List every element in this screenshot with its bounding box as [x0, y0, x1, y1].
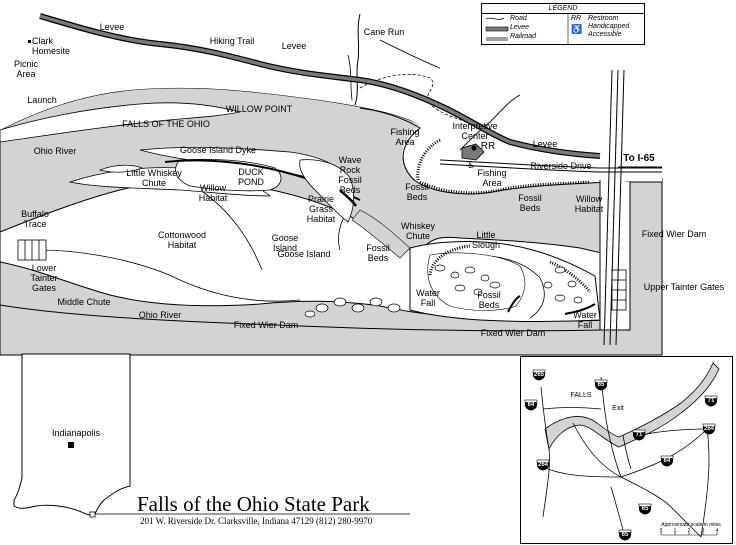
label-launch: Launch: [27, 95, 57, 105]
label-fixed-wier-dam-right: Fixed Wier Dam: [641, 229, 707, 239]
interstate-shield-icon: 65: [594, 379, 608, 391]
label-little-slough: Little Slough: [471, 230, 501, 250]
label-willow-point: WILLOW POINT: [225, 104, 293, 114]
indiana-outline: [13, 353, 131, 517]
label-lower-tainter-gates: Lower Tainter Gates: [30, 263, 58, 293]
label-prairie-grass-habitat: Prairie Grass Habitat: [306, 194, 336, 224]
label-little-whiskey-chute: Little Whiskey Chute: [126, 168, 182, 188]
legend-title: LEGEND: [482, 4, 644, 14]
label-fishing-area-mid: Fishing Area: [477, 168, 507, 188]
label-willow-habitat-left: Willow Habitat: [198, 183, 228, 203]
label-clark-homesite: Clark Homesite: [32, 36, 71, 56]
interstate-number: 65: [621, 532, 629, 538]
label-water-fall-left: Water Fall: [416, 288, 440, 308]
interstate-shield-icon: 65: [638, 503, 652, 515]
legend-rr-abbrev: RR: [571, 15, 582, 22]
label-fossil-beds-right: Fossil Beds: [518, 193, 542, 213]
svg-text:♿: ♿: [467, 161, 475, 171]
handicap-icon: ♿: [571, 24, 583, 34]
label-buffalo-trace: Buffalo Trace: [21, 209, 49, 229]
interstate-shield-icon: 71: [704, 395, 718, 407]
inset-scale-label: Approximate scale in miles: [661, 522, 721, 528]
interstate-number: 65: [641, 506, 649, 512]
label-goose-island-dyke: Goose Island Dyke: [179, 145, 257, 155]
inset-falls-label: FALLS: [570, 392, 592, 399]
inset-scale-tick: 1: [673, 528, 677, 534]
label-willow-habitat-right: Willow Habitat: [574, 194, 604, 214]
interstate-shield-icon: 65: [618, 529, 632, 541]
legend-railroad: Railroad: [510, 33, 537, 40]
interstate-shield-icon: 264: [536, 459, 550, 471]
interstate-number: 64: [663, 458, 671, 464]
inset-scale-tick: 4: [715, 528, 719, 534]
label-to-i65: To I-65: [623, 153, 655, 164]
label-levee-right: Levee: [532, 139, 558, 149]
interstate-number: 71: [635, 432, 643, 438]
label-interpretive-center: Interpretive Center: [452, 121, 498, 141]
label-fishing-area-top: Fishing Area: [390, 127, 420, 147]
label-falls-of-the-ohio: FALLS OF THE OHIO: [122, 119, 210, 129]
interstate-number: 264: [703, 426, 714, 432]
interstate-number: 265: [533, 372, 544, 378]
label-hiking-trail: Hiking Trail: [209, 36, 255, 46]
label-riverside-drive: Riverside Drive: [530, 161, 592, 171]
label-fossil-beds-bottom: Fossil Beds: [477, 290, 501, 310]
label-fossil-beds-mid: Fossil Beds: [405, 182, 429, 202]
inset-exit-label: Exit: [612, 405, 624, 412]
label-fixed-wier-dam-bottom-right: Fixed Wier Dam: [480, 328, 546, 338]
interstate-number: 64: [527, 402, 535, 408]
label-goose-island-2: Goose Island: [277, 249, 331, 259]
label-whiskey-chute: Whiskey Chute: [400, 221, 436, 241]
label-wave-rock-fossil-beds: Wave Rock Fossil Beds: [338, 155, 362, 195]
label-fixed-wier-dam-bottom-left: Fixed Wier Dam: [233, 320, 299, 330]
interstate-shield-icon: 64: [660, 455, 674, 467]
label-levee-top-mid: Levee: [281, 41, 307, 51]
map-title: Falls of the Ohio State Park: [137, 492, 370, 516]
label-ohio-river-bottom: Ohio River: [138, 310, 182, 320]
label-goose-island: Goose Island: [271, 233, 299, 253]
inset-roads: [540, 362, 720, 538]
legend-symbols: [485, 14, 569, 44]
legend-restroom: Restroom: [588, 15, 619, 22]
interstate-shield-icon: 71: [632, 429, 646, 441]
inset-scale-tick: 0: [659, 528, 663, 534]
interstate-number: 264: [537, 462, 548, 468]
label-picnic-area: Picnic Area: [13, 59, 39, 79]
label-water-fall-right: Water Fall: [573, 310, 597, 330]
inset-scale-tick: 2: [687, 528, 691, 534]
label-fossil-beds-center: Fossil Beds: [366, 243, 390, 263]
label-indianapolis: Indianapolis: [51, 428, 101, 438]
interstate-number: 65: [597, 382, 605, 388]
inset-scale-tick: 3: [701, 528, 705, 534]
label-upper-tainter-gates: Upper Tainter Gates: [643, 282, 725, 292]
label-cane-run: Cane Run: [363, 27, 405, 37]
interstate-shield-icon: 264: [702, 423, 716, 435]
inset-map: FALLS Exit Approximate scale in miles 0 …: [520, 356, 733, 544]
legend-handicapped: Handicapped Accessible: [588, 23, 630, 38]
interstate-shield-icon: 64: [524, 399, 538, 411]
label-middle-chute: Middle Chute: [57, 297, 111, 307]
label-duck-pond: DUCK POND: [237, 167, 265, 187]
label-rr: RR: [480, 141, 496, 152]
label-ohio-river-left: Ohio River: [33, 146, 77, 156]
interstate-number: 71: [707, 398, 715, 404]
label-cottonwood-habitat: Cottonwood Habitat: [157, 230, 207, 250]
legend-road: Road: [510, 15, 527, 22]
legend: LEGEND Road Levee Railroad RR Restroom ♿…: [481, 3, 645, 45]
interstate-shield-icon: 265: [532, 369, 546, 381]
label-levee-top-left: Levee: [99, 22, 125, 32]
map-address: 201 W. Riverside Dr. Clarksville, Indian…: [140, 516, 373, 526]
legend-levee: Levee: [510, 24, 530, 31]
